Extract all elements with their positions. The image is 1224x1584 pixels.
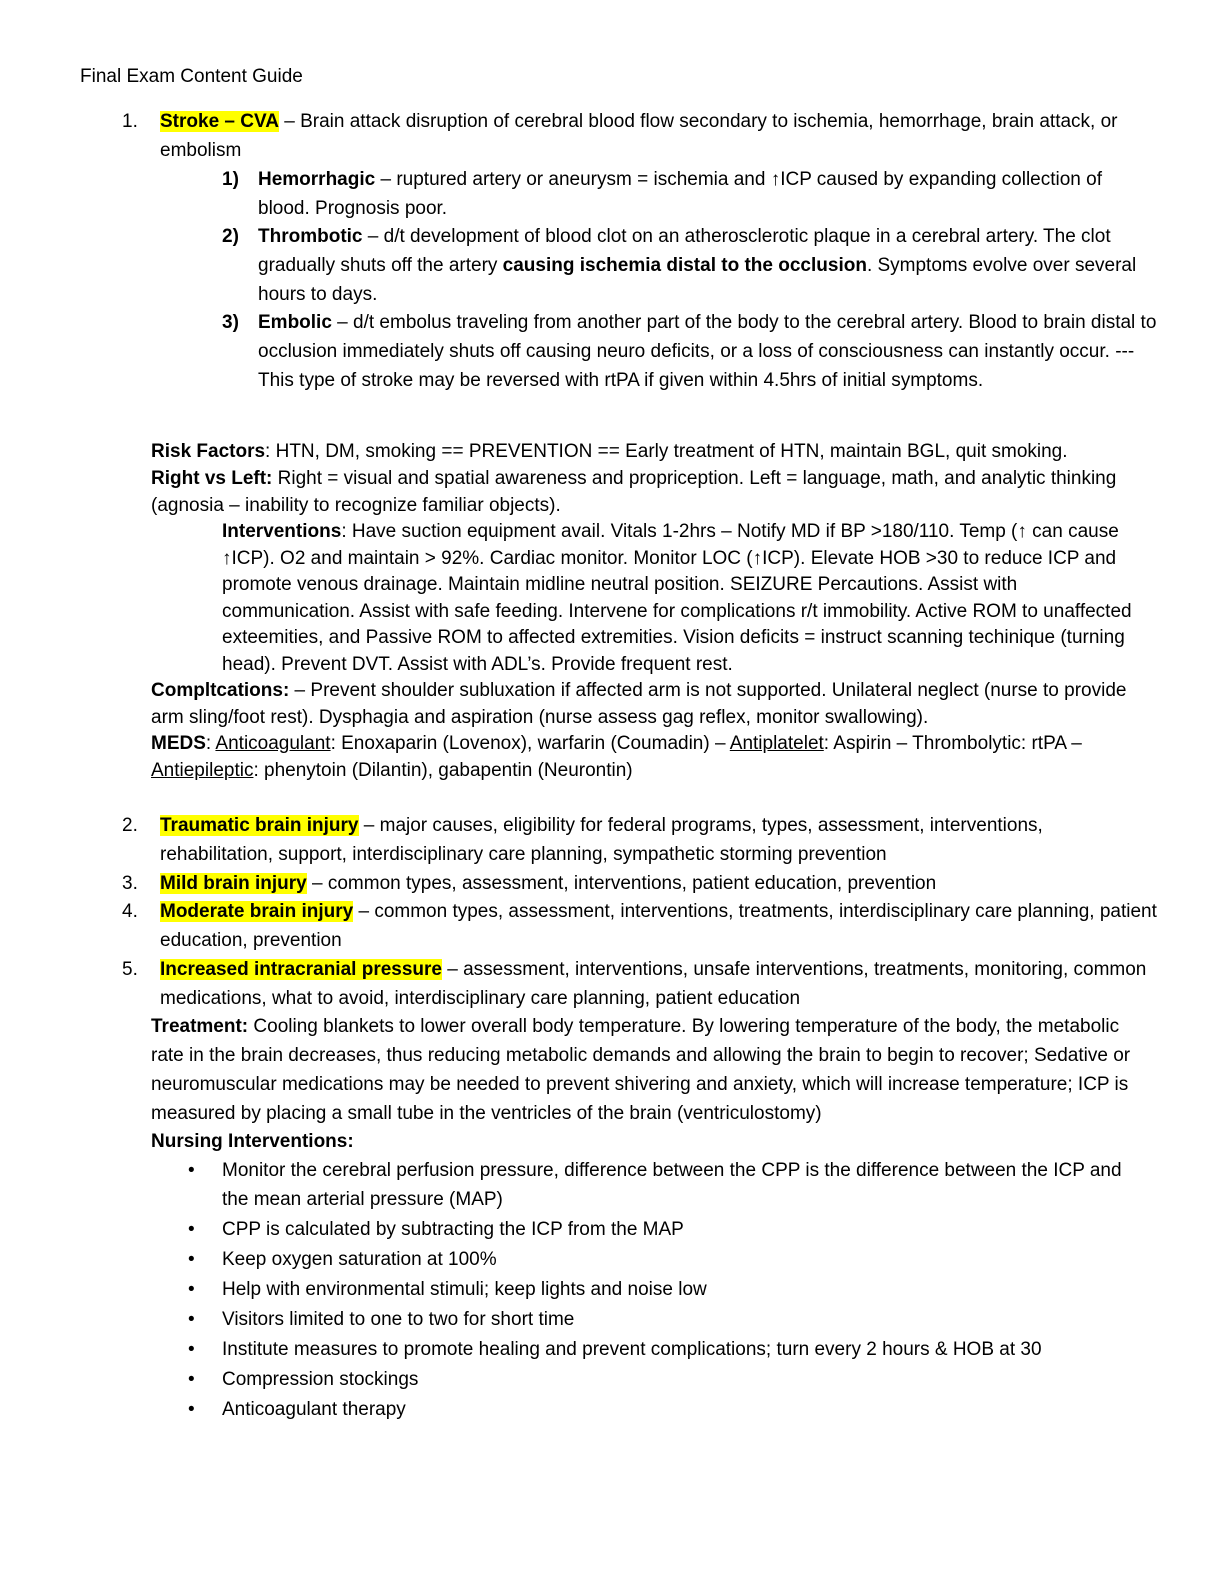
interventions: Interventions: Have suction equipment av… bbox=[222, 519, 1142, 678]
bullet-text: Keep oxygen saturation at 100% bbox=[222, 1249, 497, 1270]
interventions-text: : Have suction equipment avail. Vitals 1… bbox=[222, 521, 1132, 675]
treatment: Treatment: Cooling blankets to lower ove… bbox=[151, 1012, 1131, 1128]
bullet-icon: • bbox=[188, 1339, 195, 1360]
meds-antiepileptic: Antiepileptic bbox=[151, 759, 254, 781]
item-text: – Brain attack disruption of cerebral bl… bbox=[160, 111, 1118, 161]
list-item: • Visitors limited to one to two for shor… bbox=[188, 1305, 1152, 1334]
bullet-icon: • bbox=[188, 1279, 195, 1300]
item-text: – common types, assessment, intervention… bbox=[160, 901, 1157, 951]
right-vs-left: Right vs Left: Right = visual and spatia… bbox=[151, 466, 1131, 519]
meds-antiplatelet: Antiplatelet bbox=[729, 733, 824, 754]
item-text: – major causes, eligibility for federal … bbox=[160, 815, 1043, 865]
list-item-icp: 5. Increased intracranial pressure – ass… bbox=[122, 955, 1160, 1013]
list-item: • Compression stockings bbox=[188, 1365, 1152, 1394]
right-vs-left-label: Right vs Left: bbox=[151, 468, 273, 489]
complications-text: – Prevent shoulder subluxation if affect… bbox=[151, 680, 1127, 728]
meds-text-3: : phenytoin (Dilantin), gabapentin (Neur… bbox=[253, 759, 633, 781]
sub-item-heading: Embolic bbox=[258, 312, 332, 333]
complications-label: Compltcations: bbox=[151, 680, 290, 701]
item-text: – common types, assessment, intervention… bbox=[306, 873, 937, 894]
meds-label: MEDS bbox=[151, 733, 206, 754]
meds-anticoagulant: Anticoagulant bbox=[215, 733, 331, 754]
bullet-icon: • bbox=[188, 1249, 195, 1270]
sub-item-embolic: 3) Embolic – d/t embolus traveling from … bbox=[222, 308, 1158, 395]
bullet-icon: • bbox=[188, 1399, 195, 1420]
item-heading: Increased intracranial pressure bbox=[160, 959, 442, 980]
sub-item-number: 1) bbox=[222, 169, 239, 190]
nursing-interventions-list: • Monitor the cerebral perfusion pressure… bbox=[188, 1156, 1152, 1425]
meds-text-2: : Aspirin – Thrombolytic: rtPA – bbox=[823, 733, 1082, 754]
treatment-label: Treatment: bbox=[151, 1016, 249, 1037]
nursing-interventions-heading: Nursing Interventions: bbox=[151, 1127, 1131, 1156]
bullet-text: CPP is calculated by subtracting the ICP… bbox=[222, 1219, 684, 1240]
sub-item-heading: Thrombotic bbox=[258, 226, 363, 247]
bullet-text: Help with environmental stimuli; keep li… bbox=[222, 1279, 707, 1300]
bullet-icon: • bbox=[188, 1309, 195, 1330]
sub-item-thrombotic: 2) Thrombotic – d/t development of blood… bbox=[222, 222, 1158, 309]
bullet-text: Anticoagulant therapy bbox=[222, 1399, 406, 1420]
item-number: 4. bbox=[122, 901, 138, 922]
sub-item-text: – d/t embolus traveling from another par… bbox=[258, 312, 1157, 391]
item-text: – assessment, interventions, unsafe inte… bbox=[160, 959, 1147, 1009]
risk-factors-text: : HTN, DM, smoking == PREVENTION == Earl… bbox=[265, 441, 1068, 462]
meds: MEDS: Anticoagulant: Enoxaparin (Lovenox… bbox=[151, 731, 1131, 784]
right-vs-left-text: Right = visual and spatial awareness and… bbox=[151, 468, 1117, 516]
document-title: Final Exam Content Guide bbox=[80, 66, 303, 87]
sub-item-number: 3) bbox=[222, 312, 239, 333]
bullet-icon: • bbox=[188, 1219, 195, 1240]
item-heading: Moderate brain injury bbox=[160, 901, 354, 922]
item-heading: Traumatic brain injury bbox=[160, 815, 359, 836]
sub-item-text-end: . Symptoms evolve over several hours to … bbox=[258, 255, 1137, 305]
nursing-interventions-label: Nursing Interventions: bbox=[151, 1131, 354, 1152]
item-number: 3. bbox=[122, 873, 138, 894]
list-item: • Keep oxygen saturation at 100% bbox=[188, 1245, 1152, 1274]
list-item: • Anticoagulant therapy bbox=[188, 1395, 1152, 1424]
bullet-icon: • bbox=[188, 1369, 195, 1390]
bullet-text: Compression stockings bbox=[222, 1369, 419, 1390]
list-item: • Monitor the cerebral perfusion pressure… bbox=[188, 1156, 1152, 1214]
bullet-text: Institute measures to promote healing an… bbox=[222, 1339, 1042, 1360]
item-number: 1. bbox=[122, 111, 138, 132]
sub-item-hemorrhagic: 1) Hemorrhagic – ruptured artery or aneu… bbox=[222, 165, 1158, 223]
treatment-text: Cooling blankets to lower overall body t… bbox=[151, 1016, 1131, 1124]
list-item-mild: 3. Mild brain injury – common types, ass… bbox=[122, 869, 1160, 898]
interventions-label: Interventions bbox=[222, 521, 342, 542]
sub-item-emphasis: causing ischemia distal to the occlusion bbox=[502, 255, 867, 276]
list-item: • CPP is calculated by subtracting the IC… bbox=[188, 1215, 1152, 1244]
item-heading: Stroke – CVA bbox=[160, 111, 279, 132]
bullet-text: Visitors limited to one to two for short… bbox=[222, 1309, 575, 1330]
sub-item-heading: Hemorrhagic bbox=[258, 169, 376, 190]
sub-item-text: – ruptured artery or aneurysm = ischemia… bbox=[258, 169, 1102, 219]
list-item-stroke: 1. Stroke – CVA – Brain attack disruptio… bbox=[122, 107, 1160, 165]
list-item-tbi: 2. Traumatic brain injury – major causes… bbox=[122, 811, 1160, 869]
bullet-text: Monitor the cerebral perfusion pressure,… bbox=[222, 1160, 1122, 1210]
list-item: • Institute measures to promote healing a… bbox=[188, 1335, 1152, 1364]
item-number: 5. bbox=[122, 959, 138, 980]
risk-factors-label: Risk Factors bbox=[151, 441, 266, 462]
bullet-icon: • bbox=[188, 1160, 195, 1181]
sub-item-number: 2) bbox=[222, 226, 239, 247]
risk-factors: Risk Factors: HTN, DM, smoking == PREVEN… bbox=[151, 439, 1131, 466]
sub-item-text: – d/t development of blood clot on an at… bbox=[258, 226, 1111, 276]
meds-separator: : bbox=[205, 733, 216, 754]
item-number: 2. bbox=[122, 815, 138, 836]
list-item-moderate: 4. Moderate brain injury – common types,… bbox=[122, 897, 1160, 955]
meds-text-1: : Enoxaparin (Lovenox), warfarin (Coumad… bbox=[330, 733, 730, 754]
item-heading: Mild brain injury bbox=[160, 873, 307, 894]
complications: Compltcations: – Prevent shoulder sublux… bbox=[151, 678, 1131, 731]
list-item: • Help with environmental stimuli; keep l… bbox=[188, 1275, 1152, 1304]
